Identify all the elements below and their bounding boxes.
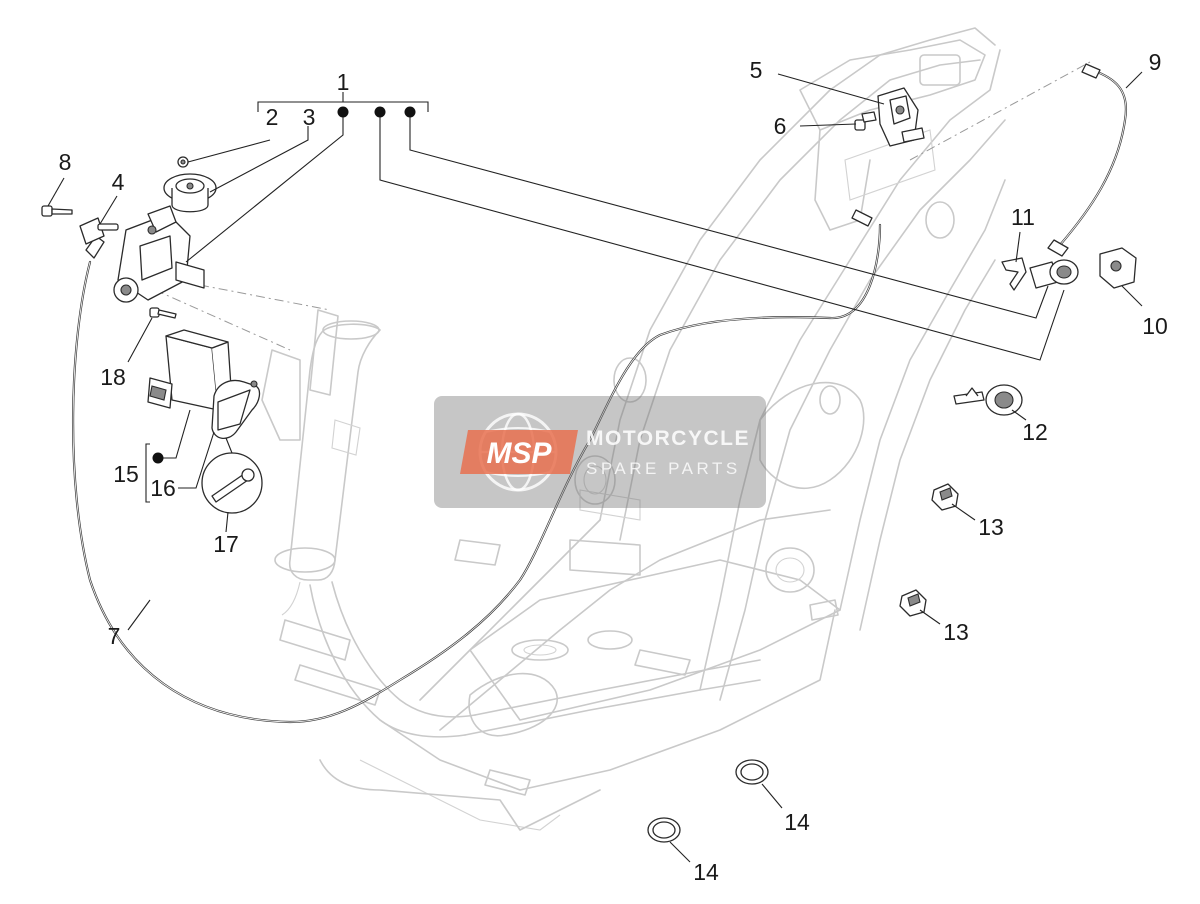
callout-18: 18 — [100, 364, 126, 390]
part-18-screw — [149, 307, 177, 319]
group-dot — [374, 106, 386, 118]
cable-9 — [1058, 68, 1128, 247]
group-dot — [152, 452, 164, 464]
callout-labels: 1 2 3 4 5 6 7 8 9 10 11 12 13 13 14 14 1… — [59, 49, 1168, 885]
reference-lines — [154, 61, 1091, 351]
watermark-line1: MOTORCYCLE — [586, 427, 750, 450]
callout-4: 4 — [112, 169, 125, 195]
callout-12: 12 — [1022, 419, 1048, 445]
watermark-line2: SPARE PARTS — [586, 459, 741, 478]
group-dot — [404, 106, 416, 118]
callout-9: 9 — [1149, 49, 1162, 75]
part-5-latch — [877, 87, 925, 147]
callout-6: 6 — [774, 113, 787, 139]
callout-16: 16 — [150, 475, 176, 501]
callout-14: 14 — [693, 859, 719, 885]
leader-lines — [47, 71, 1143, 863]
callout-13: 13 — [943, 619, 969, 645]
callout-13: 13 — [978, 514, 1004, 540]
part-14-clamp-b — [647, 817, 681, 843]
part-10-lock-assembly — [1029, 247, 1137, 289]
watermark-logo: MSP — [486, 437, 552, 470]
callout-7: 7 — [108, 623, 121, 649]
part-11-clip — [1001, 257, 1027, 291]
part-8-screw — [41, 205, 73, 217]
part-13-grommet-b — [899, 589, 927, 617]
callout-8: 8 — [59, 149, 72, 175]
callout-15: 15 — [113, 461, 139, 487]
watermark: MSP MOTORCYCLE SPARE PARTS — [434, 396, 766, 508]
callout-3: 3 — [303, 104, 316, 130]
scooter-frame — [261, 27, 1006, 831]
cables — [72, 63, 1128, 724]
part-16-bracket — [211, 379, 261, 439]
parts — [41, 87, 1137, 843]
part-17-tool — [201, 437, 263, 514]
group-dot — [337, 106, 349, 118]
part-14-clamp-a — [735, 759, 769, 785]
part-2-nut — [177, 156, 189, 168]
part-13-grommet-a — [931, 483, 959, 511]
callout-2: 2 — [266, 104, 279, 130]
part-12-key-lock — [953, 384, 1023, 416]
group-dots — [152, 106, 416, 464]
part-1-actuator — [113, 205, 205, 303]
callout-14: 14 — [784, 809, 810, 835]
part-3-cap — [163, 173, 217, 213]
part-4-bracket — [79, 217, 119, 245]
watermark-logo-badge — [460, 430, 578, 474]
part-6-screw — [854, 111, 877, 131]
callout-5: 5 — [750, 57, 763, 83]
watermark-box — [434, 396, 766, 508]
callout-11: 11 — [1011, 204, 1035, 230]
callout-1: 1 — [337, 69, 350, 95]
callout-10: 10 — [1142, 313, 1168, 339]
callout-17: 17 — [213, 531, 239, 557]
